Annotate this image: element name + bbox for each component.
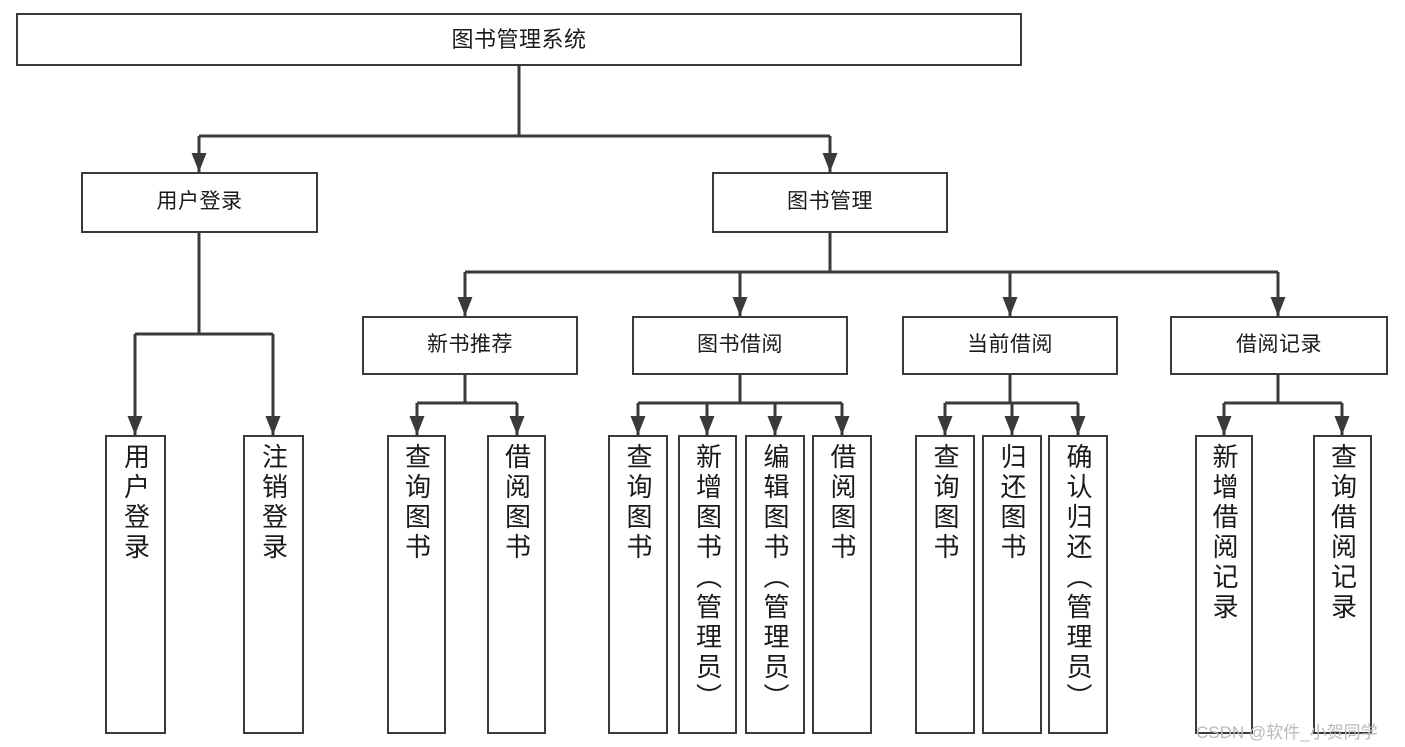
arrowhead-leaf-query-book-borrow [630, 416, 646, 435]
node-leaf-edit-book-admin[interactable]: 编辑图书（管理员） [745, 435, 805, 734]
node-leaf-logout[interactable]: 注销登录 [243, 435, 304, 734]
arrowhead-user-login [191, 153, 207, 172]
arrowhead-new-book-recommend [457, 297, 473, 316]
node-label-book-borrow: 图书借阅 [697, 333, 783, 357]
node-label-leaf-confirm-return-admin: 确认归还（管理员） [1063, 443, 1093, 713]
arrowhead-leaf-borrow-book-recommend [509, 416, 525, 435]
node-label-leaf-add-book-admin: 新增图书（管理员） [692, 443, 723, 713]
node-label-leaf-borrow-book-recommend: 借阅图书 [501, 443, 532, 563]
arrowhead-leaf-logout [265, 416, 281, 435]
node-label-new-book-recommend: 新书推荐 [427, 333, 513, 357]
node-label-root: 图书管理系统 [451, 26, 587, 52]
node-leaf-query-book-current[interactable]: 查询图书 [915, 435, 975, 734]
arrowhead-leaf-borrow-book [834, 416, 850, 435]
arrowhead-leaf-query-borrow-record [1334, 416, 1350, 435]
node-label-leaf-query-book-current: 查询图书 [930, 443, 960, 563]
node-label-user-login: 用户登录 [156, 190, 243, 214]
node-label-leaf-user-login: 用户登录 [120, 443, 151, 563]
arrowhead-leaf-query-book-current [937, 416, 953, 435]
node-leaf-borrow-book[interactable]: 借阅图书 [812, 435, 872, 734]
arrowhead-leaf-edit-book-admin [767, 416, 783, 435]
arrowhead-leaf-query-book-recommend [409, 416, 425, 435]
node-label-book-management: 图书管理 [787, 190, 873, 214]
node-leaf-add-borrow-record[interactable]: 新增借阅记录 [1195, 435, 1253, 734]
arrowhead-current-borrow [1002, 297, 1018, 316]
node-label-leaf-logout: 注销登录 [258, 443, 289, 563]
node-book-management[interactable]: 图书管理 [712, 172, 948, 233]
node-label-leaf-return-book: 归还图书 [997, 443, 1027, 563]
node-borrow-record[interactable]: 借阅记录 [1170, 316, 1388, 375]
node-label-leaf-query-book-borrow: 查询图书 [623, 443, 653, 563]
node-leaf-add-book-admin[interactable]: 新增图书（管理员） [678, 435, 737, 734]
arrowhead-leaf-add-borrow-record [1216, 416, 1232, 435]
node-user-login[interactable]: 用户登录 [81, 172, 318, 233]
node-label-leaf-query-borrow-record: 查询借阅记录 [1327, 443, 1358, 623]
node-new-book-recommend[interactable]: 新书推荐 [362, 316, 578, 375]
arrowhead-leaf-return-book [1004, 416, 1020, 435]
node-book-borrow[interactable]: 图书借阅 [632, 316, 848, 375]
node-label-current-borrow: 当前借阅 [967, 333, 1053, 357]
node-label-leaf-edit-book-admin: 编辑图书（管理员） [760, 443, 790, 713]
arrowhead-leaf-confirm-return-admin [1070, 416, 1086, 435]
node-leaf-borrow-book-recommend[interactable]: 借阅图书 [487, 435, 546, 734]
node-leaf-confirm-return-admin[interactable]: 确认归还（管理员） [1048, 435, 1108, 734]
node-leaf-query-borrow-record[interactable]: 查询借阅记录 [1313, 435, 1372, 734]
node-label-borrow-record: 借阅记录 [1236, 333, 1322, 357]
node-leaf-query-book-recommend[interactable]: 查询图书 [387, 435, 446, 734]
arrowhead-book-management [822, 153, 838, 172]
node-label-leaf-add-borrow-record: 新增借阅记录 [1209, 443, 1239, 623]
node-leaf-user-login[interactable]: 用户登录 [105, 435, 166, 734]
node-leaf-return-book[interactable]: 归还图书 [982, 435, 1042, 734]
arrowhead-book-borrow [732, 297, 748, 316]
arrowhead-leaf-add-book-admin [699, 416, 715, 435]
node-current-borrow[interactable]: 当前借阅 [902, 316, 1118, 375]
arrowhead-borrow-record [1270, 297, 1286, 316]
node-label-leaf-query-book-recommend: 查询图书 [401, 443, 432, 563]
node-root[interactable]: 图书管理系统 [16, 13, 1022, 66]
node-label-leaf-borrow-book: 借阅图书 [827, 443, 857, 563]
arrowhead-leaf-user-login [127, 416, 143, 435]
node-leaf-query-book-borrow[interactable]: 查询图书 [608, 435, 668, 734]
